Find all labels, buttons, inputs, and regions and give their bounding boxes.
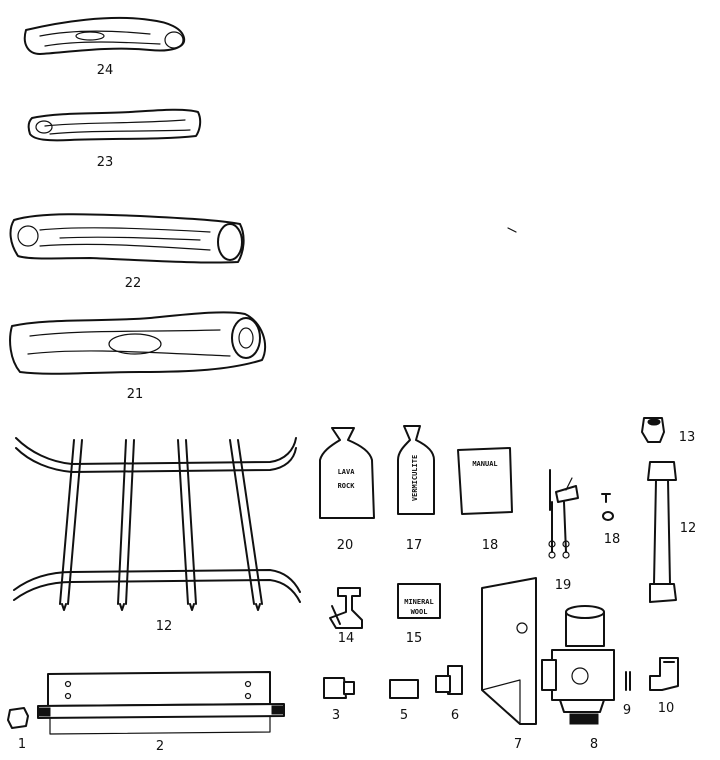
nut-1: 1 xyxy=(7,707,29,752)
label-24: 24 xyxy=(97,63,114,78)
manual-text: MANUAL xyxy=(472,460,497,468)
lava-rock-20: LAVA ROCK 20 xyxy=(319,427,375,553)
label-3: 3 xyxy=(332,708,340,723)
mineral-line1: MINERAL xyxy=(404,598,434,606)
label-20: 20 xyxy=(337,538,354,553)
elbow-10: 10 xyxy=(649,657,679,716)
lava-rock-line2: ROCK xyxy=(338,482,356,490)
mineral-wool-15: MINERAL WOOL 15 xyxy=(397,583,441,646)
label-2: 2 xyxy=(156,739,164,754)
label-23: 23 xyxy=(97,155,114,170)
screw-nut-19: 18 xyxy=(601,493,621,547)
label-15: 15 xyxy=(406,631,423,646)
clamp-14: 14 xyxy=(329,587,363,646)
stray-mark xyxy=(507,227,517,233)
label-21: 21 xyxy=(127,387,144,402)
flex-connector-11: 12 xyxy=(647,461,697,603)
gas-valve-8: 8 xyxy=(541,605,615,752)
manual-17: MANUAL 18 xyxy=(457,447,513,553)
label-10: 10 xyxy=(658,701,675,716)
cap-12: 13 xyxy=(641,417,696,445)
label-14: 14 xyxy=(338,631,355,646)
shield-plate-7: 7 xyxy=(481,577,537,752)
label-6: 6 xyxy=(451,708,459,723)
washer-9: 9 xyxy=(623,671,631,718)
label-16: 17 xyxy=(406,538,423,553)
label-19: 18 xyxy=(604,532,621,547)
grate-13: 12 xyxy=(13,437,301,634)
label-1: 1 xyxy=(18,737,26,752)
burner-tube-2: 2 xyxy=(37,671,285,754)
pilot-assembly-18: 19 xyxy=(548,469,579,593)
label-11: 12 xyxy=(680,521,697,536)
label-9: 9 xyxy=(623,703,631,718)
label-5: 5 xyxy=(400,708,408,723)
block-5: 5 xyxy=(389,679,419,723)
vermiculite-text: VERMICULITE xyxy=(411,455,419,501)
fitting-6: 6 xyxy=(435,665,463,723)
log-23: 23 xyxy=(27,108,202,170)
log-21: 21 xyxy=(9,311,267,402)
vermiculite-16: VERMICULITE 17 xyxy=(397,425,435,553)
orifice-3: 3 xyxy=(323,677,355,723)
label-8: 8 xyxy=(590,737,598,752)
label-13: 12 xyxy=(156,619,173,634)
log-24: 24 xyxy=(23,16,186,78)
mineral-line2: WOOL xyxy=(411,608,428,616)
label-17: 18 xyxy=(482,538,499,553)
label-12: 13 xyxy=(679,430,696,445)
log-22: 22 xyxy=(9,213,245,291)
label-22: 22 xyxy=(125,276,142,291)
label-18: 19 xyxy=(555,578,572,593)
label-7: 7 xyxy=(514,737,522,752)
lava-rock-line1: LAVA xyxy=(338,468,356,476)
